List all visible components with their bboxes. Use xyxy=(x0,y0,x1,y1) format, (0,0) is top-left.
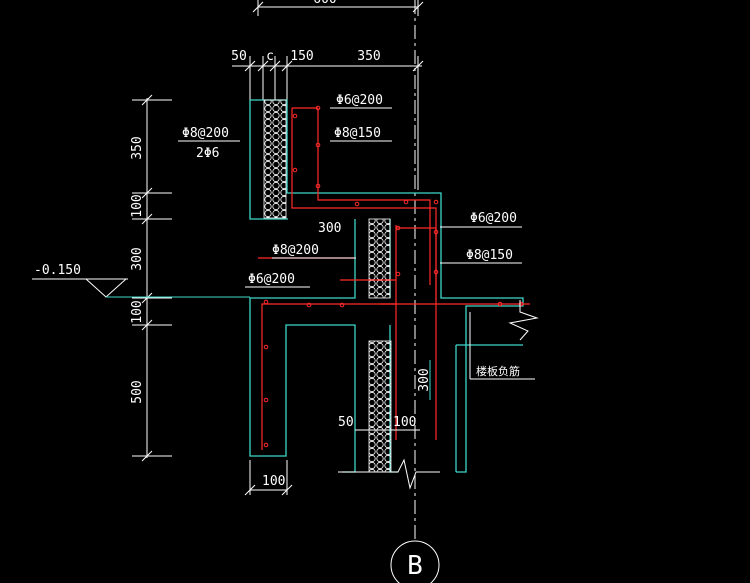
axis-bubble xyxy=(390,540,440,583)
label-stirrup-left: Φ6@200 xyxy=(248,272,295,287)
dim-left-300: 300 xyxy=(130,247,145,270)
label-wall-300: 300 xyxy=(417,368,432,391)
left-dimensions xyxy=(132,94,172,462)
axis-b: B xyxy=(390,0,440,583)
label-main-top-sub: 2Φ6 xyxy=(196,146,219,161)
insulation-top xyxy=(263,99,287,219)
dim-left-500: 500 xyxy=(130,380,145,403)
label-dim-100-bottom: 100 xyxy=(393,415,416,430)
rebar-mid-outer xyxy=(261,303,396,450)
rebar-dots xyxy=(263,105,524,448)
label-main-right: Φ8@150 xyxy=(466,248,513,263)
label-mid-right-top: Φ8@150 xyxy=(334,126,381,141)
leader-lines xyxy=(178,107,535,496)
label-width-300: 300 xyxy=(318,221,341,236)
insulation-layers xyxy=(263,99,392,473)
rebar xyxy=(258,107,530,450)
label-stirrup-top: Φ6@200 xyxy=(336,93,383,108)
dim-left-100b: 100 xyxy=(130,300,145,323)
label-dim-50: 50 xyxy=(338,415,354,430)
insulation-mid xyxy=(368,218,391,299)
dim-left-100a: 100 xyxy=(130,194,145,217)
label-slab-rebar: 楼板负筋 xyxy=(476,364,520,378)
dim-overall: 600 xyxy=(313,0,336,7)
dim-c: c xyxy=(266,49,274,64)
dim-left-350: 350 xyxy=(130,136,145,159)
level-mark xyxy=(32,278,250,298)
label-mid-left: Φ8@200 xyxy=(272,243,319,258)
axis-label: B xyxy=(407,551,423,581)
insulation-bottom xyxy=(368,340,392,473)
top-dimensions xyxy=(232,0,424,190)
dim-150: 150 xyxy=(290,49,313,64)
rebar-upper-inner xyxy=(317,108,431,285)
level-value: -0.150 xyxy=(34,263,81,278)
dim-350: 350 xyxy=(357,49,380,64)
dim-50: 50 xyxy=(231,49,247,64)
break-lines xyxy=(338,300,539,490)
label-main-top: Φ8@200 xyxy=(182,126,229,141)
label-stirrup-right: Φ6@200 xyxy=(470,211,517,226)
label-dim-100-base: 100 xyxy=(262,474,285,489)
